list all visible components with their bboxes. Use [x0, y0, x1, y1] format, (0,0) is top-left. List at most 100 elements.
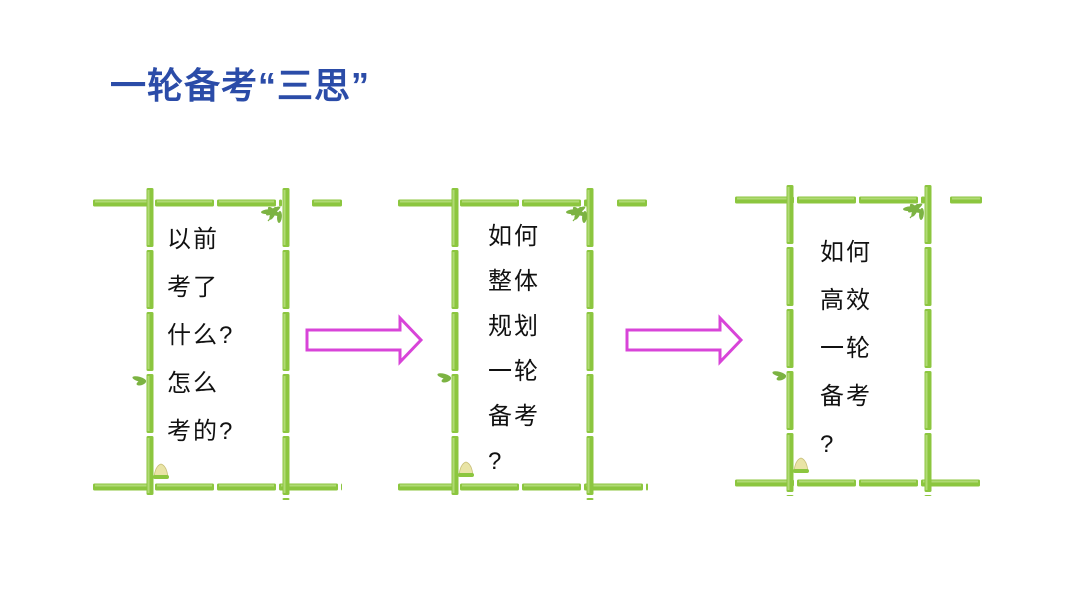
frame-3-top-bamboo: [735, 197, 925, 204]
bamboo-highlight: [95, 201, 150, 203]
bamboo-segment: [925, 495, 932, 496]
frame-1-top-bamboo: [93, 200, 282, 207]
bamboo-highlight: [926, 435, 928, 490]
frame-2-line: 如何: [488, 222, 540, 252]
bamboo-highlight: [157, 485, 212, 487]
bamboo-highlight: [926, 311, 928, 366]
bamboo-segment: [341, 484, 342, 491]
bamboo-highlight: [588, 438, 590, 493]
frame-2-line: 整体: [488, 267, 540, 297]
bamboo-highlight: [588, 376, 590, 431]
frame-2-leaf-cluster: [566, 205, 588, 223]
bamboo-highlight: [524, 485, 579, 487]
frame-3-right-bamboo: [925, 185, 932, 496]
bamboo-highlight: [284, 190, 286, 245]
bamboo-highlight: [788, 311, 790, 366]
bamboo-highlight: [148, 252, 150, 307]
bamboo-highlight: [788, 187, 790, 242]
frame-1-shoot: [153, 464, 169, 479]
frame-1-line: 什么?: [167, 321, 234, 351]
frame-1-bottom-bamboo: [93, 484, 342, 491]
bamboo-highlight: [148, 376, 150, 431]
bamboo-highlight: [462, 201, 517, 203]
bamboo-highlight: [588, 190, 590, 245]
frame-1-side-leaf: [132, 375, 147, 387]
bamboo-segment: [921, 197, 925, 204]
bamboo-highlight: [219, 201, 274, 203]
frame-2-left-bamboo: [452, 188, 459, 495]
bamboo-highlight: [284, 376, 286, 431]
frame-2-line: 备考: [488, 402, 540, 432]
frame-3-bottom-bamboo: [735, 480, 980, 487]
bamboo-highlight: [453, 190, 455, 245]
arrow-2: [627, 318, 741, 362]
bamboo-highlight: [788, 249, 790, 304]
frame-2-line: 规划: [488, 312, 540, 342]
bamboo-highlight: [95, 485, 150, 487]
bamboo-highlight: [284, 252, 286, 307]
frame-3-top-stub-bamboo: [950, 197, 982, 204]
frame-2-shoot: [458, 462, 474, 477]
bamboo-highlight: [284, 438, 286, 493]
frame-1-leaf-cluster: [261, 205, 283, 223]
bamboo-highlight: [453, 376, 455, 431]
bamboo-highlight: [788, 373, 790, 428]
bamboo-highlight: [284, 314, 286, 369]
bamboo-highlight: [861, 481, 916, 483]
frame-2-bottom-bamboo: [398, 484, 648, 491]
bamboo-highlight: [588, 252, 590, 307]
arrow-1: [307, 318, 421, 362]
bamboo-highlight: [588, 314, 590, 369]
frame-3-side-leaf: [772, 370, 787, 382]
bamboo-highlight: [586, 485, 641, 487]
frame-2-top-stub-bamboo: [617, 200, 647, 207]
bamboo-highlight: [619, 201, 645, 203]
frame-1-left-bamboo: [147, 188, 154, 495]
frame-3-line: 高效: [820, 286, 872, 316]
frame-2-line: 一轮: [488, 357, 540, 387]
frame-2-line: ?: [488, 447, 503, 477]
frame-3-leaf-cluster: [903, 202, 925, 220]
frame-2-right-bamboo: [587, 188, 594, 500]
bamboo-segment: [587, 498, 594, 500]
frame-3-line: ?: [820, 430, 835, 460]
bamboo-highlight: [453, 252, 455, 307]
bamboo-segment: [279, 200, 282, 207]
frame-1-line: 以前: [167, 225, 219, 255]
bamboo-highlight: [400, 201, 455, 203]
frame-1-line: 考的?: [167, 417, 234, 447]
bamboo-highlight: [148, 438, 150, 493]
bamboo-highlight: [926, 373, 928, 428]
bamboo-highlight: [926, 187, 928, 242]
bamboo-highlight: [799, 198, 854, 200]
bamboo-highlight: [926, 249, 928, 304]
frame-3-shoot: [793, 458, 809, 473]
bamboo-highlight: [400, 485, 455, 487]
bamboo-shoot-base: [458, 473, 474, 477]
bamboo-highlight: [524, 201, 579, 203]
frame-1-line: 考了: [167, 273, 219, 303]
bamboo-highlight: [462, 485, 517, 487]
bamboo-highlight: [148, 190, 150, 245]
bamboo-segment: [283, 498, 290, 500]
frame-2-top-bamboo: [398, 200, 588, 207]
frame-1-top-stub-bamboo: [312, 200, 342, 207]
frame-3-left-bamboo: [787, 185, 794, 496]
frame-2-side-leaf: [437, 372, 452, 384]
bamboo-highlight: [157, 201, 212, 203]
bamboo-highlight: [148, 314, 150, 369]
bamboo-highlight: [453, 438, 455, 493]
bamboo-highlight: [737, 198, 792, 200]
bamboo-segment: [646, 484, 648, 491]
bamboo-highlight: [799, 481, 854, 483]
frame-3-line: 如何: [820, 238, 872, 268]
frame-1-right-bamboo: [283, 188, 290, 500]
frame-3-line: 一轮: [820, 334, 872, 364]
bamboo-segment: [787, 495, 794, 496]
bamboo-highlight: [737, 481, 792, 483]
bamboo-highlight: [453, 314, 455, 369]
bamboo-shoot-base: [793, 469, 809, 473]
bamboo-highlight: [952, 198, 980, 200]
